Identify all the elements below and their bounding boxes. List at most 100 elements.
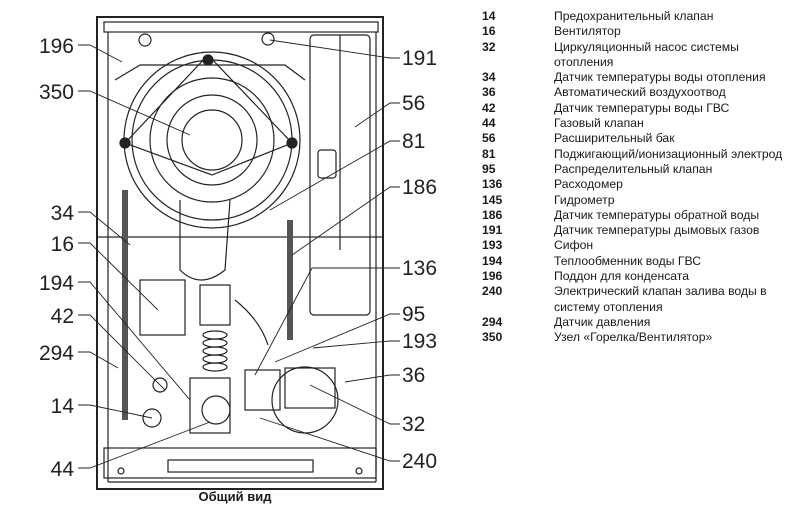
leader-34 — [78, 211, 131, 246]
leader-36 — [344, 374, 400, 383]
legend-item: 191 Датчик температуры дымовых газов — [482, 223, 798, 238]
leader-196 — [78, 44, 123, 63]
legend-number: 44 — [482, 116, 496, 131]
legend-item: 145 Гидрометр — [482, 193, 798, 208]
legend-number: 196 — [482, 269, 503, 284]
boiler-diagram: 196 350 34 16 194 42 294 14 44 191 56 81… — [39, 16, 437, 490]
callout-32: 32 — [402, 413, 425, 436]
callout-95: 95 — [402, 303, 425, 326]
boiler-casing-outer — [96, 16, 384, 490]
legend-number: 14 — [482, 9, 496, 23]
legend-item: 34 Датчик температуры воды отопления — [482, 70, 798, 85]
leader-294 — [78, 351, 119, 369]
figure-caption: Общий вид — [198, 489, 272, 504]
leader-240 — [259, 417, 400, 462]
callout-194: 194 — [39, 272, 74, 295]
legend-item: 32 Циркуляционный насос системы отопления — [482, 40, 798, 71]
callout-196: 196 — [39, 35, 74, 58]
legend-number: 193 — [482, 238, 503, 253]
legend-number: 191 — [482, 223, 503, 238]
callout-56: 56 — [402, 92, 425, 115]
legend-text: Датчик температуры дымовых газов — [554, 223, 760, 238]
callout-350: 350 — [39, 81, 74, 104]
legend-number: 36 — [482, 85, 496, 100]
leader-32 — [309, 384, 400, 425]
leader-81 — [269, 140, 400, 211]
legend-number: 56 — [482, 131, 496, 146]
legend-text: Датчик давления — [554, 314, 651, 329]
legend-item: 186 Датчик температуры обратной воды — [482, 208, 798, 223]
legend-number: 81 — [482, 146, 496, 161]
gas-valve — [189, 377, 231, 434]
legend-text: Расходомер — [554, 177, 623, 192]
callout-191: 191 — [402, 47, 437, 70]
legend-item: 44 Газовый клапан — [482, 116, 798, 131]
legend-item: 294 Датчик давления — [482, 315, 798, 330]
legend-item: 136 Расходомер — [482, 177, 798, 192]
circulation-pump — [271, 366, 339, 434]
legend-text: Датчик температуры обратной воды — [554, 207, 760, 222]
legend-number: 186 — [482, 207, 503, 222]
callout-16: 16 — [51, 233, 74, 256]
callout-14: 14 — [51, 395, 75, 418]
legend-text: Автоматический воздухоотвод — [554, 85, 726, 100]
legend-text: Датчик температуры воды отопления — [554, 70, 766, 85]
legend-number: 136 — [482, 177, 503, 192]
legend-item: 56 Расширительный бак — [482, 131, 798, 146]
leader-193 — [312, 340, 400, 349]
legend-number: 16 — [482, 24, 496, 39]
leader-14 — [78, 404, 153, 419]
legend-text: Газовый клапан — [554, 116, 644, 131]
legend-item: 240 Электрический клапан залива воды в си… — [482, 284, 798, 315]
legend-item: 14 Предохранительный клапан — [482, 9, 798, 24]
leader-191 — [269, 39, 400, 59]
legend-number: 194 — [482, 253, 503, 268]
legend-number: 32 — [482, 39, 496, 54]
callout-136: 136 — [402, 257, 437, 280]
leader-16 — [78, 242, 159, 311]
legend-item: 350 Узел «Горелка/Вентилятор» — [482, 330, 798, 345]
legend-number: 350 — [482, 330, 503, 345]
legend-text: Электрический клапан залива воды в систе… — [554, 284, 767, 314]
callout-34: 34 — [51, 202, 75, 225]
legend-text: Вентилятор — [554, 24, 621, 39]
legend-text: Узел «Горелка/Вентилятор» — [554, 330, 713, 345]
leader-44 — [78, 421, 211, 469]
callout-44: 44 — [51, 458, 75, 481]
legend-number: 294 — [482, 314, 503, 329]
callout-81: 81 — [402, 130, 425, 153]
legend-text: Расширительный бак — [554, 131, 675, 146]
leader-186 — [291, 186, 400, 256]
legend-item: 16 Вентилятор — [482, 24, 798, 39]
callout-240: 240 — [402, 450, 437, 473]
legend-text: Теплообменник воды ГВС — [554, 253, 702, 268]
legend-text: Предохранительный клапан — [554, 9, 714, 23]
legend-text: Гидрометр — [554, 192, 615, 207]
legend-number: 42 — [482, 100, 496, 115]
leader-42 — [78, 314, 166, 391]
leader-194 — [78, 281, 191, 401]
legend-text: Поджигающий/ионизационный электрод — [554, 146, 783, 161]
legend-number: 145 — [482, 192, 503, 207]
callout-36: 36 — [402, 364, 425, 387]
callout-186: 186 — [402, 176, 437, 199]
legend-item: 194 Теплообменник воды ГВС — [482, 254, 798, 269]
legend-number: 34 — [482, 70, 496, 85]
callout-193: 193 — [402, 330, 437, 353]
legend-text: Распределительный клапан — [554, 161, 713, 176]
legend-text: Циркуляционный насос системы отопления — [554, 39, 739, 69]
legend-number: 95 — [482, 161, 496, 176]
callout-294: 294 — [39, 342, 74, 365]
leader-95 — [274, 313, 400, 363]
leader-136 — [254, 267, 400, 376]
callout-42: 42 — [51, 305, 74, 328]
leader-56 — [354, 102, 400, 128]
legend-item: 36 Автоматический воздухоотвод — [482, 85, 798, 100]
legend-number: 240 — [482, 284, 503, 299]
legend-item: 81 Поджигающий/ионизационный электрод — [482, 147, 798, 162]
legend-item: 95 Распределительный клапан — [482, 162, 798, 177]
